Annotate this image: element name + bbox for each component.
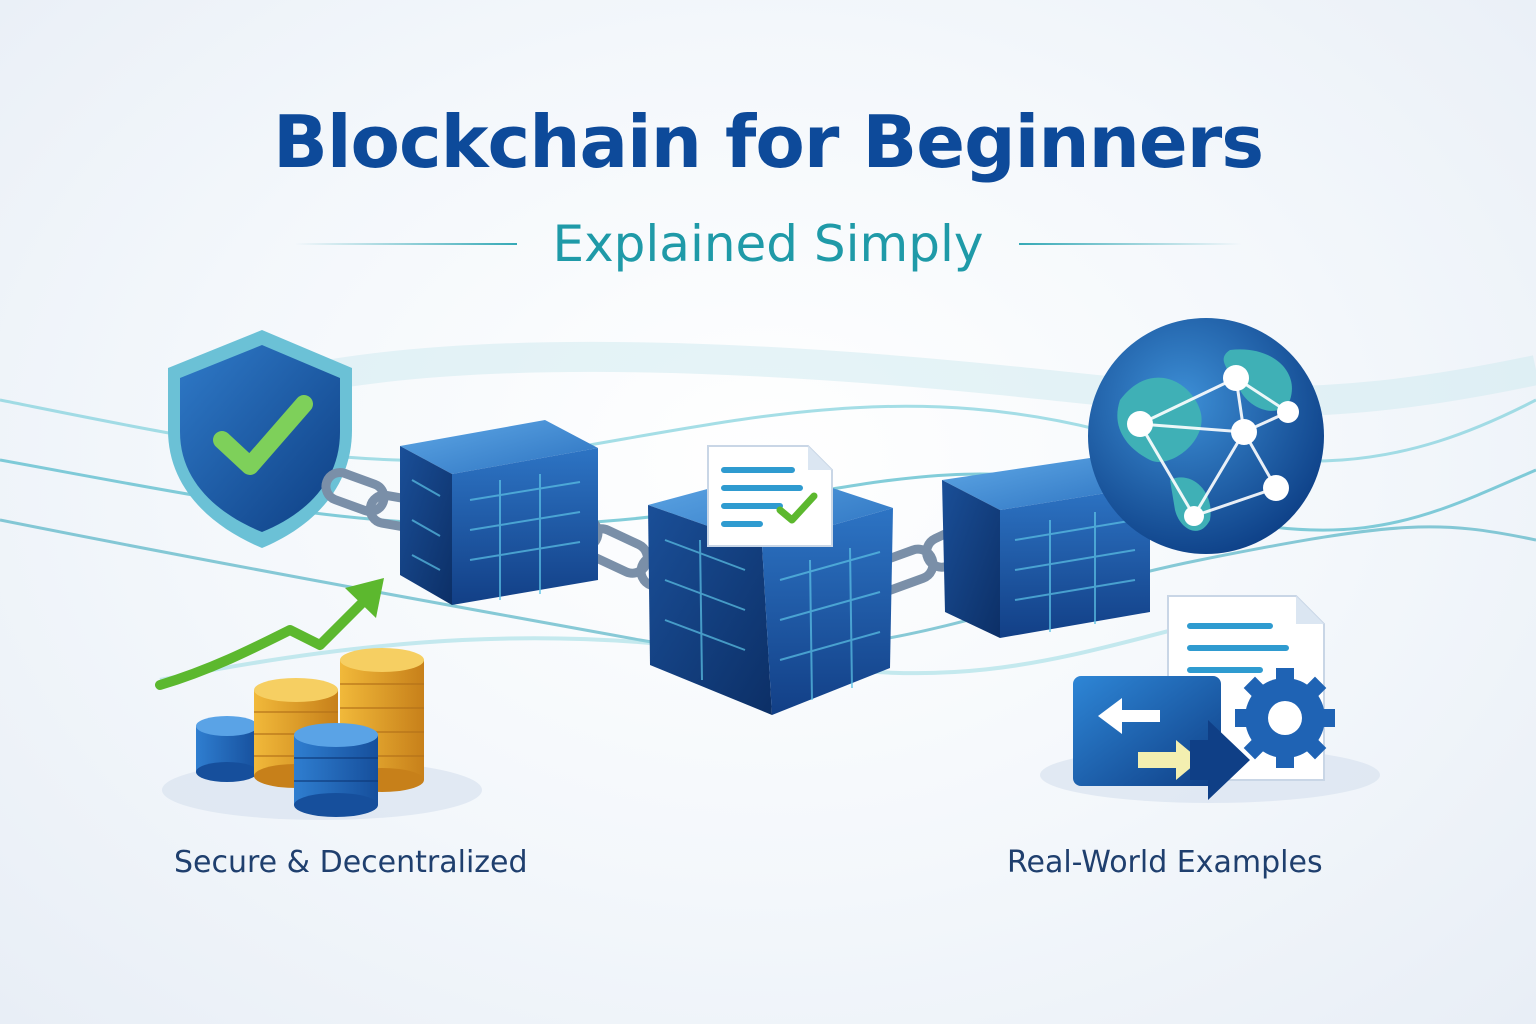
- real-world-icons: [1040, 595, 1380, 803]
- subtitle-divider-left: [294, 243, 517, 245]
- subtitle-divider-right: [1019, 243, 1242, 245]
- subtitle-row: Explained Simply: [0, 215, 1536, 273]
- block-cube-center: [648, 445, 893, 715]
- coin-stacks-icon: [162, 648, 482, 820]
- gear-icon: [1235, 668, 1335, 768]
- block-cube-left: [400, 420, 598, 605]
- exchange-arrows-icon: [1073, 676, 1250, 800]
- globe-network-icon: [1088, 318, 1324, 554]
- document-check-icon: [707, 445, 833, 547]
- caption-secure: Secure & Decentralized: [174, 845, 528, 880]
- growth-arrow-icon: [155, 578, 384, 690]
- shield-check-icon: [168, 330, 352, 548]
- page-title: Blockchain for Beginners: [272, 100, 1264, 184]
- caption-real-world: Real-World Examples: [1007, 845, 1323, 880]
- page-subtitle: Explained Simply: [552, 215, 984, 273]
- block-cube-right: [942, 458, 1150, 638]
